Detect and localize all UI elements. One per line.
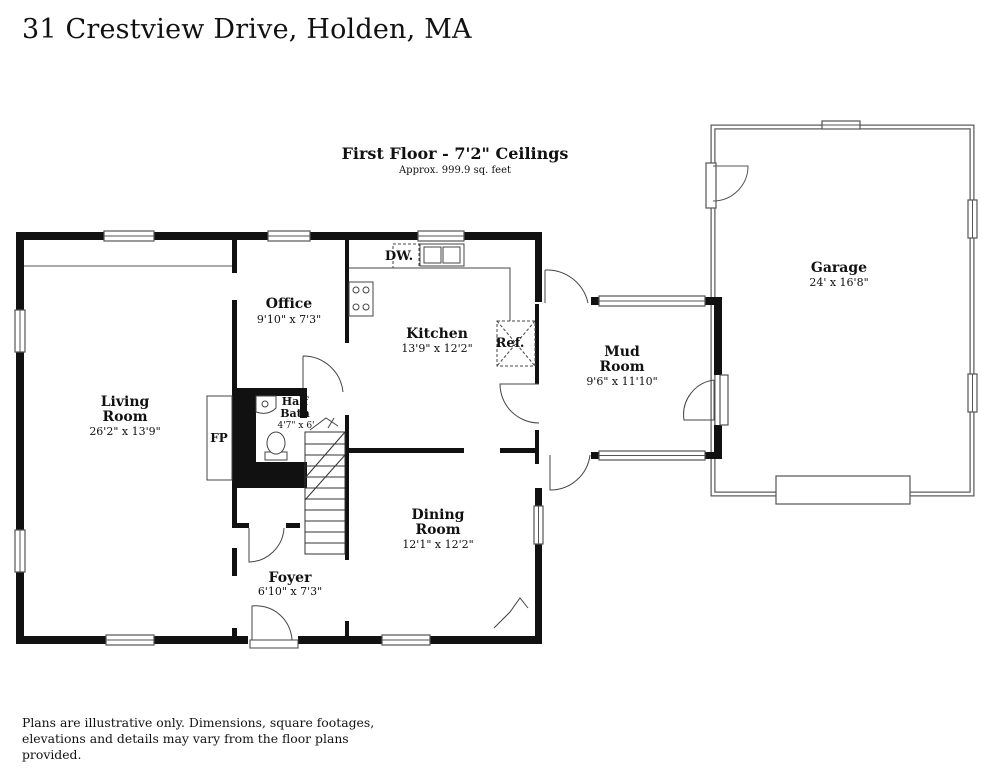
- dining-room-dims: 12'1" x 12'2": [402, 538, 473, 551]
- office-name: Office: [266, 296, 313, 312]
- floor-heading: First Floor - 7'2" Ceilings Approx. 999.…: [342, 144, 569, 176]
- kitchen-name: Kitchen: [406, 326, 468, 342]
- fireplace-label: FP: [210, 431, 228, 445]
- dining-room-name-2: Room: [415, 522, 460, 538]
- mud-room-name-2: Room: [599, 359, 644, 375]
- kitchen-dims: 13'9" x 12'2": [401, 342, 472, 355]
- floor-area-text: Approx. 999.9 sq. feet: [398, 165, 511, 176]
- office-dims: 9'10" x 7'3": [257, 313, 321, 326]
- garage-structure: [705, 120, 978, 505]
- fireplace: [206, 395, 233, 481]
- living-room-name-2: Room: [102, 409, 147, 425]
- garage-dims: 24' x 16'8": [809, 276, 868, 289]
- floor-heading-text: First Floor - 7'2" Ceilings: [342, 144, 569, 163]
- garage-name: Garage: [811, 260, 867, 276]
- room-label-kitchen: Kitchen 13'9" x 12'2": [401, 326, 472, 355]
- room-label-foyer: Foyer 6'10" x 7'3": [258, 570, 322, 598]
- room-label-half-bath: Half Bath 4'7" x 6': [277, 395, 314, 431]
- room-label-living-room: Living Room 26'2" x 13'9": [89, 394, 160, 438]
- dining-room-name-1: Dining: [412, 507, 465, 523]
- half-bath-name-1: Half: [282, 395, 310, 408]
- bathroom-fixtures: [255, 395, 288, 461]
- page-title: 31 Crestview Drive, Holden, MA: [22, 14, 472, 45]
- disclaimer: Plans are illustrative only. Dimensions,…: [22, 715, 375, 762]
- windows: [14, 230, 729, 646]
- mud-room-name-1: Mud: [604, 344, 640, 360]
- living-room-dims: 26'2" x 13'9": [89, 425, 160, 438]
- room-label-garage: Garage 24' x 16'8": [809, 260, 868, 289]
- living-room-name-1: Living: [101, 394, 150, 410]
- interior-walls: [232, 240, 539, 638]
- refrigerator-label: Ref.: [496, 336, 525, 351]
- doors: [248, 269, 715, 649]
- mud-room-dims: 9'6" x 11'10": [586, 375, 657, 388]
- half-bath-dims: 4'7" x 6': [277, 421, 314, 431]
- dishwasher-label: DW.: [385, 249, 413, 264]
- room-label-mud-room: Mud Room 9'6" x 11'10": [586, 344, 657, 388]
- room-label-dining-room: Dining Room 12'1" x 12'2": [402, 507, 473, 551]
- staircase: [304, 431, 346, 555]
- foyer-name: Foyer: [269, 570, 313, 586]
- kitchen-fixtures: [348, 243, 536, 367]
- half-bath-name-2: Bath: [280, 407, 310, 420]
- foyer-dims: 6'10" x 7'3": [258, 585, 322, 598]
- mud-room-walls: [591, 297, 722, 459]
- room-label-office: Office 9'10" x 7'3": [257, 296, 321, 326]
